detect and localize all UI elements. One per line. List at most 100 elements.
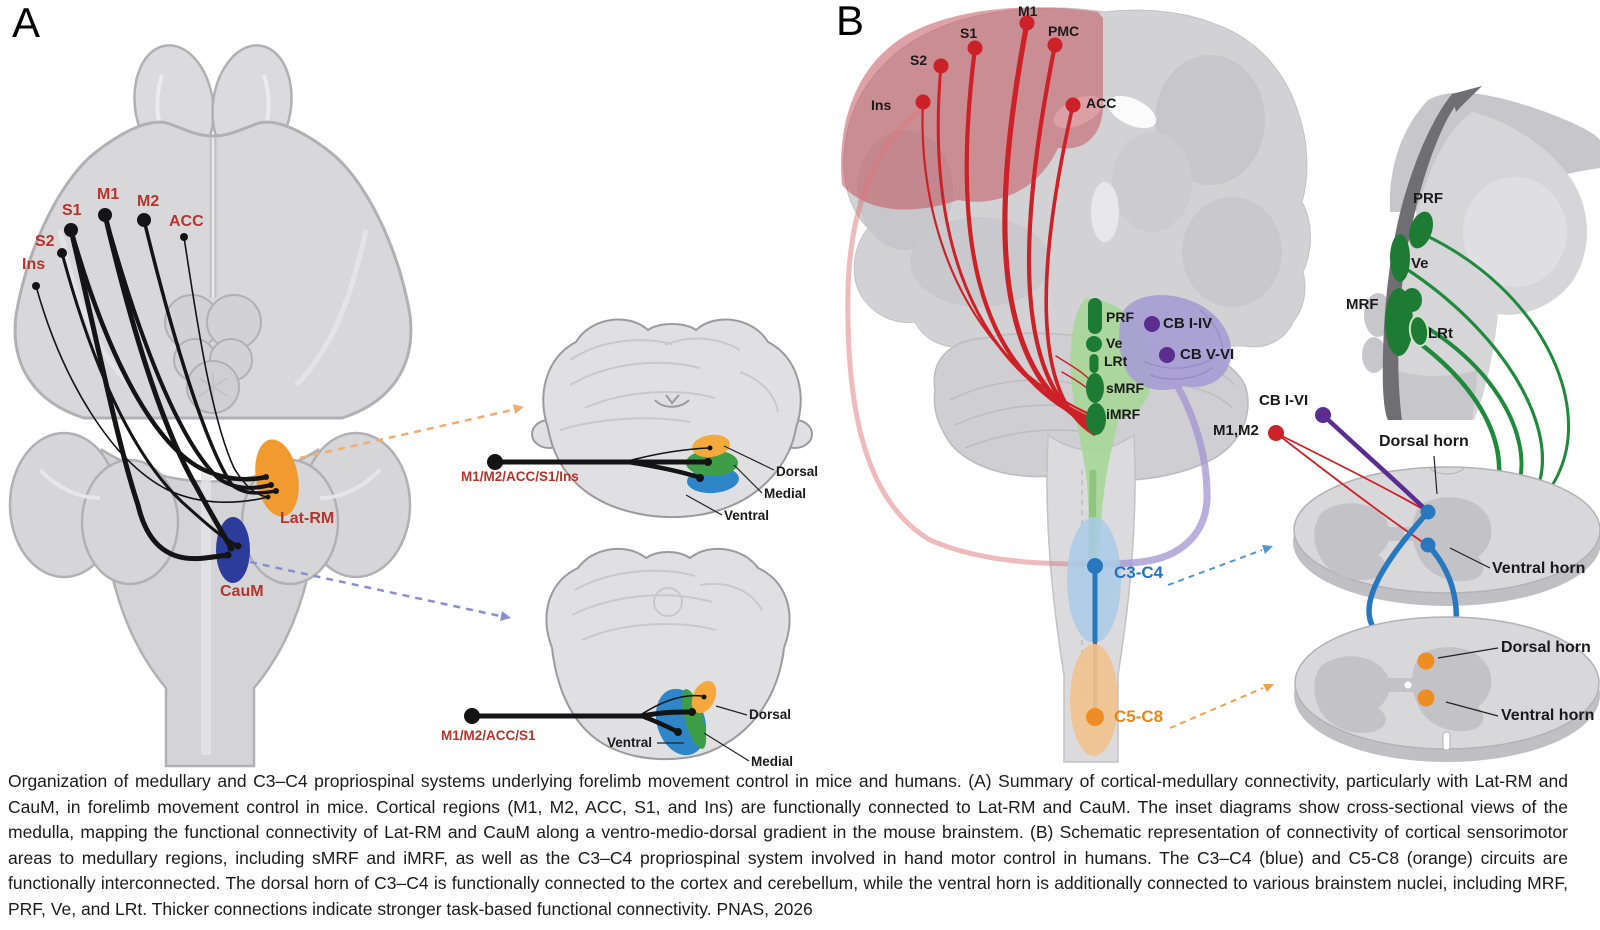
- c3c4-ventral-horn-node: [1420, 537, 1436, 553]
- connection-ins-latrm: [35, 285, 269, 504]
- c3c4-node: [1087, 558, 1103, 574]
- corticomedullary-connections: [921, 20, 1096, 436]
- label-b-ins: Ins: [871, 97, 892, 113]
- label-b-s1: S1: [960, 25, 978, 41]
- label-inset-bottom-source: M1/M2/ACC/S1: [441, 728, 536, 743]
- c5c8-dorsal-horn-node: [1417, 652, 1435, 670]
- connection-s1: [964, 45, 1094, 425]
- label-m1m2: M1,M2: [1213, 422, 1259, 439]
- label-c3c4-dorsal-horn: Dorsal horn: [1379, 433, 1469, 450]
- inset-top-medulla: [487, 318, 813, 519]
- c5c8-node: [1086, 708, 1104, 726]
- cb-i-vi-dot: [1315, 407, 1331, 423]
- label-imrf: iMRF: [1106, 406, 1141, 422]
- figure-caption: Organization of medullary and C3–C4 prop…: [8, 771, 1568, 919]
- cortical-dot-s1: [64, 223, 78, 237]
- m1m2-ventral-connection: [1275, 432, 1428, 546]
- m1m2-dorsal-connection: [1275, 432, 1429, 513]
- cortical-dot-m2: [137, 213, 151, 227]
- gray-matter-left-lower: [1314, 656, 1390, 733]
- gray-matter-right-lower: [1412, 647, 1492, 732]
- c5c8-ventral-horn-node: [1417, 689, 1435, 707]
- arrowhead-blue: [500, 611, 511, 621]
- label-caum: CauM: [220, 583, 264, 600]
- label-inset-bottom-medial: Medial: [751, 754, 794, 769]
- inset-pointer-arrows: [249, 404, 524, 621]
- connection-acc-latrm: [183, 236, 269, 498]
- connection-m1-latrm: [103, 213, 273, 490]
- label-b-m1: M1: [1018, 3, 1038, 19]
- cb-i-iv-dot: [1144, 316, 1160, 332]
- panel-a-dots: [32, 208, 279, 559]
- inset-top-outline: [542, 318, 802, 519]
- label-sag-prf: PRF: [1413, 190, 1443, 207]
- label-inset-top-source: M1/M2/ACC/S1/Ins: [461, 469, 579, 484]
- imrf-nucleus: [1086, 403, 1106, 435]
- label-c5c8: C5-C8: [1114, 707, 1164, 726]
- prf-nucleus: [1088, 298, 1102, 334]
- label-c5c8-ventral-horn: Ventral horn: [1501, 707, 1595, 724]
- connection-s2-caum: [60, 251, 240, 548]
- label-c3c4-ventral-horn: Ventral horn: [1492, 560, 1586, 577]
- label-cb-i-vi: CB I-VI: [1259, 392, 1309, 409]
- c3c4-cross-section: [1268, 407, 1600, 698]
- lrt-nucleus: [1089, 354, 1099, 373]
- panel-a-connections: [35, 212, 278, 562]
- label-inset-bottom-dorsal: Dorsal: [749, 707, 792, 722]
- medullary-nuclei: [1086, 298, 1106, 435]
- cerebello-c3c4-loop: [1099, 385, 1211, 568]
- label-b-pmc: PMC: [1048, 23, 1080, 39]
- arrowhead-blue-b: [1262, 545, 1273, 554]
- label-sag-mrf: MRF: [1346, 296, 1379, 313]
- panel-a-letter: A: [12, 0, 41, 46]
- connection-ins: [921, 100, 1091, 416]
- cortical-dots-b: [915, 15, 1081, 113]
- cortico-c3c4-loop: [845, 108, 1087, 567]
- c3c4-dorsal-horn-node: [1420, 504, 1436, 520]
- label-a-ins: Ins: [22, 256, 46, 273]
- label-inset-top-ventral: Ventral: [724, 508, 770, 523]
- cortical-dot-ins: [32, 282, 40, 290]
- cb-v-vi-dot: [1159, 347, 1175, 363]
- label-inset-top-medial: Medial: [764, 486, 807, 501]
- cortical-dot-acc: [180, 233, 188, 241]
- label-a-m1: M1: [97, 186, 120, 203]
- connection-m1: [1002, 20, 1095, 429]
- label-lrt: LRt: [1104, 353, 1128, 369]
- cortical-dot-m1: [98, 208, 112, 222]
- arrowhead-orange-b: [1263, 684, 1274, 692]
- cortical-dot-s2: [57, 248, 67, 258]
- connection-acc: [1044, 103, 1096, 436]
- label-c5c8-dorsal-horn: Dorsal horn: [1501, 639, 1591, 656]
- c5c8-segment: [1070, 644, 1118, 756]
- panel-b-brain: [841, 7, 1311, 763]
- prf-sagittal: [1409, 211, 1433, 249]
- patch-medial-bottom-inset: [681, 689, 707, 749]
- cb-dorsal-connection: [1320, 412, 1431, 515]
- gray-matter-left: [1314, 503, 1390, 580]
- label-a-m2: M2: [137, 193, 160, 210]
- label-lat-rm: Lat-RM: [280, 510, 335, 527]
- smrf-nucleus: [1086, 373, 1104, 403]
- label-b-s2: S2: [910, 52, 928, 68]
- connection-s1-caum: [68, 227, 231, 562]
- ve-nucleus: [1086, 336, 1102, 352]
- arrowhead-orange: [513, 404, 524, 414]
- label-b-acc: ACC: [1086, 95, 1117, 111]
- connection-m1-caum: [102, 212, 234, 551]
- ve-sagittal: [1390, 234, 1410, 282]
- patch-medial-top-inset: [686, 450, 738, 476]
- label-a-acc: ACC: [169, 213, 204, 230]
- label-smrf: sMRF: [1106, 380, 1145, 396]
- label-a-s1: S1: [62, 202, 82, 219]
- label-inset-top-dorsal: Dorsal: [776, 464, 819, 479]
- cerebellum-left-inner: [80, 458, 180, 586]
- label-c3c4: C3-C4: [1114, 563, 1164, 582]
- label-cb-i-iv: CB I-IV: [1163, 315, 1213, 332]
- label-prf: PRF: [1106, 309, 1134, 325]
- label-inset-bottom-ventral: Ventral: [607, 735, 653, 750]
- label-ve: Ve: [1106, 335, 1123, 351]
- m1m2-dot: [1268, 425, 1284, 441]
